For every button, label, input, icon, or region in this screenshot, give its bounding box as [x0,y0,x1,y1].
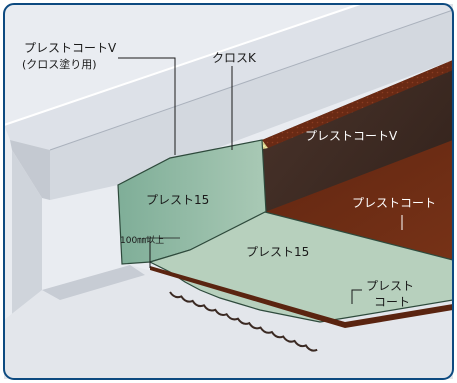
label-preset-coat-v: プレストコートV [305,129,398,143]
label-preset15-wall: プレスト15 [146,193,209,207]
slab-edge [42,265,145,300]
label-overlap: 100㎜以上 [120,235,164,246]
label-coat-v-note: (クロス塗り用) [22,57,97,71]
coping-underside [50,10,453,200]
label-preset-line1: プレスト [366,279,414,293]
leader-coat-v-clothed [118,57,176,155]
coping-front [10,140,50,200]
label-preset15-floor: プレスト15 [246,245,309,259]
membrane-floor [148,211,454,323]
wall-body [12,150,42,315]
leader-preset-coat-bottom [351,289,362,304]
label-preset-line2: コート [374,295,410,309]
slab-front [4,265,453,379]
label-cross-k: クロスK [212,51,257,65]
coping-top [4,4,453,150]
diagram-frame [3,3,454,380]
floor-wavy-edge [169,291,318,352]
label-preset-coat: プレストコート [352,196,436,210]
brown-mesh-strip [262,60,453,148]
label-coat-v: プレストコートV [24,41,117,55]
coping-highlight [3,3,361,126]
coping-edge [49,9,454,151]
